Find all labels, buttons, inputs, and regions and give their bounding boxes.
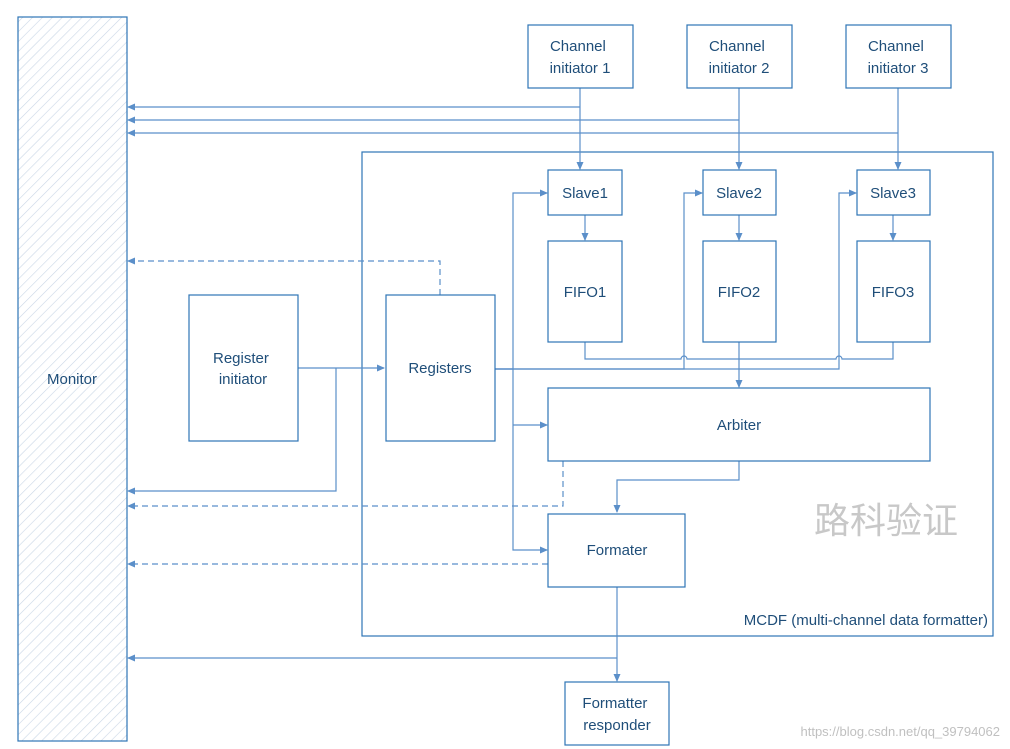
slave3-label: Slave3 <box>870 185 916 202</box>
slave3-box <box>856 169 931 216</box>
channel-initiator-1-box <box>527 24 634 89</box>
fifo3-label: FIFO3 <box>872 284 915 301</box>
slave2-label: Slave2 <box>716 185 762 202</box>
formatter-responder-box <box>564 681 670 746</box>
channel-initiator-2-label: Channel initiator 2 <box>709 38 770 77</box>
register-initiator-label: Register initiator <box>213 350 273 388</box>
formater-label: Formater <box>587 542 648 559</box>
register-initiator-box <box>188 294 299 442</box>
slave1-box <box>547 169 623 216</box>
reginit-to-monitor-line <box>127 368 337 495</box>
fifo1-box <box>547 240 623 343</box>
fifo2-label: FIFO2 <box>718 284 761 301</box>
source-url-text: https://blog.csdn.net/qq_39794062 <box>801 724 1001 739</box>
registers-label: Registers <box>408 360 471 377</box>
registers-to-monitor-dashed <box>127 257 441 295</box>
formatter-responder-label: Formatter responder <box>582 695 651 734</box>
fifo2-box <box>702 240 777 343</box>
channel-initiator-3-box <box>845 24 952 89</box>
registers-box <box>385 294 496 442</box>
registers-to-slave3-line <box>495 189 857 370</box>
registers-to-formater-line <box>512 369 548 554</box>
fifo1-label: FIFO1 <box>564 284 607 301</box>
mcdf-container-label: MCDF (multi-channel data formatter) <box>744 612 988 629</box>
formater-box <box>547 513 686 588</box>
arbiter-label: Arbiter <box>717 417 761 434</box>
arbiter-to-monitor-dashed <box>127 461 564 510</box>
monitor-label: Monitor <box>47 371 97 388</box>
arbiter-to-formater-line <box>613 461 740 513</box>
fifo3-box <box>856 240 931 343</box>
registers-to-slave1-line <box>495 189 548 370</box>
channel-initiator-3-label: Channel initiator 3 <box>868 38 929 77</box>
arbiter-box <box>547 387 931 462</box>
monitor-box <box>17 16 128 742</box>
mcdf-container <box>361 151 994 637</box>
channel-initiator-2-box <box>686 24 793 89</box>
fifo1-to-arbiter-line <box>584 342 894 360</box>
channel-initiator-1-label: Channel initiator 1 <box>550 38 611 77</box>
slave1-label: Slave1 <box>562 185 608 202</box>
slave2-box <box>702 169 777 216</box>
watermark-text: 路科验证 <box>814 501 958 542</box>
